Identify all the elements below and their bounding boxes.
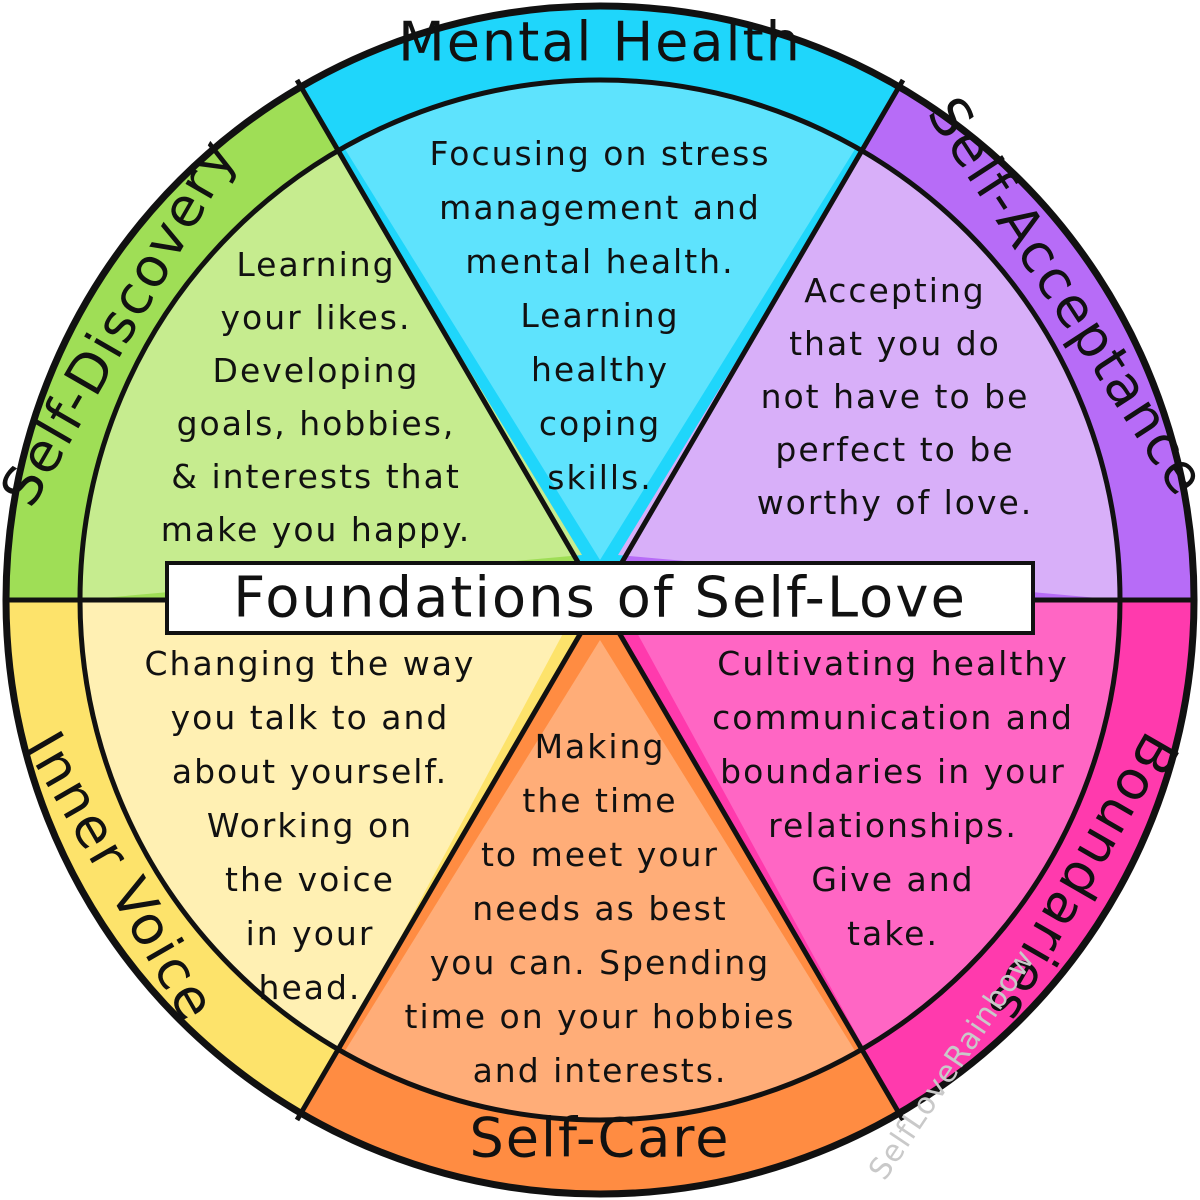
description-line: the time [522, 781, 677, 820]
description-line: worthy of love. [757, 483, 1034, 522]
description-line: the voice [225, 860, 395, 899]
description-line: needs as best [472, 889, 727, 928]
description-line: time on your hobbies [405, 997, 796, 1036]
description-line: and interests. [473, 1051, 728, 1090]
description-line: Give and [811, 860, 974, 899]
description-line: take. [847, 914, 939, 953]
description-line: that you do [789, 324, 1001, 363]
description-line: Focusing on stress [429, 134, 770, 173]
description-line: Developing [213, 351, 420, 390]
ring-label-mental-health: Mental Health [398, 11, 802, 74]
center-title-box: Foundations of Self-Love [165, 561, 1035, 635]
description-self-discovery: Learning your likes. Developing goals, hobb… [161, 245, 472, 549]
description-line: you can. Spending [430, 943, 770, 982]
description-line: goals, hobbies, [177, 404, 456, 443]
description-line: make you happy. [161, 510, 472, 549]
description-self-acceptance: Accepting that you do not have to be perfec… [757, 271, 1034, 522]
description-line: Cultivating healthy [717, 644, 1068, 683]
description-self-care: Making the time to meet your needs as best y… [405, 727, 796, 1090]
description-mental-health: Focusing on stress management and mental h… [429, 134, 770, 497]
description-line: not have to be [761, 377, 1030, 416]
description-line: management and [439, 188, 761, 227]
description-line: healthy [531, 350, 669, 389]
description-line: relationships. [768, 806, 1018, 845]
description-line: perfect to be [775, 430, 1014, 469]
description-line: boundaries in your [720, 752, 1066, 791]
ring-label-self-care: Self-Care [469, 1107, 730, 1170]
description-line: to meet your [481, 835, 719, 874]
description-line: coping [539, 404, 661, 443]
description-line: Changing the way [145, 644, 476, 683]
description-line: communication and [712, 698, 1074, 737]
sector-self-care [343, 640, 857, 1120]
description-line: skills. [547, 458, 653, 497]
description-line: about yourself. [172, 752, 448, 791]
description-line: head. [259, 968, 362, 1007]
description-line: your likes. [221, 298, 412, 337]
description-line: you talk to and [171, 698, 450, 737]
description-line: & interests that [171, 457, 461, 496]
description-line: Learning [236, 245, 395, 284]
sector-mental-health [343, 79, 857, 560]
description-line: Making [535, 727, 666, 766]
description-line: in your [246, 914, 375, 953]
description-inner-voice: Changing the way you talk to and about you… [145, 644, 476, 1007]
description-line: Accepting [804, 271, 986, 310]
description-line: mental health. [465, 242, 734, 281]
section-descriptions: Focusing on stress management and mental h… [145, 134, 1074, 1090]
description-line: Working on [207, 806, 413, 845]
description-boundaries: Cultivating healthy communication and boun… [712, 644, 1074, 953]
center-title: Foundations of Self-Love [233, 566, 967, 631]
description-line: Learning [520, 296, 679, 335]
